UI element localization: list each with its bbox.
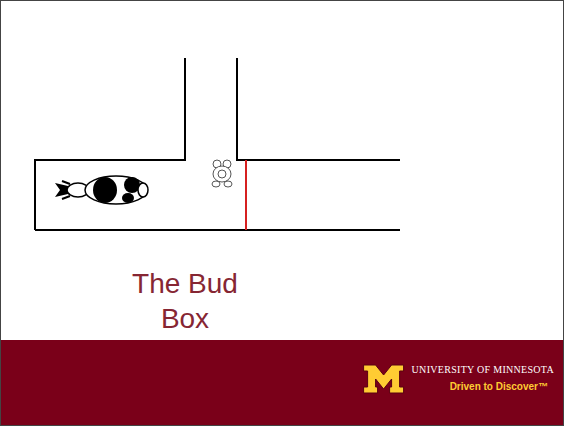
slide-title: The Bud Box <box>118 266 252 336</box>
handler-figure <box>212 160 232 187</box>
tagline: Driven to Discover™ <box>450 381 548 392</box>
university-name: UNIVERSITY OF MINNESOTA <box>412 364 554 375</box>
university-logo <box>364 365 404 393</box>
alley-walls <box>35 58 400 230</box>
balance-line <box>245 160 247 230</box>
footer-bar <box>1 340 563 425</box>
cow-figure <box>55 176 148 204</box>
